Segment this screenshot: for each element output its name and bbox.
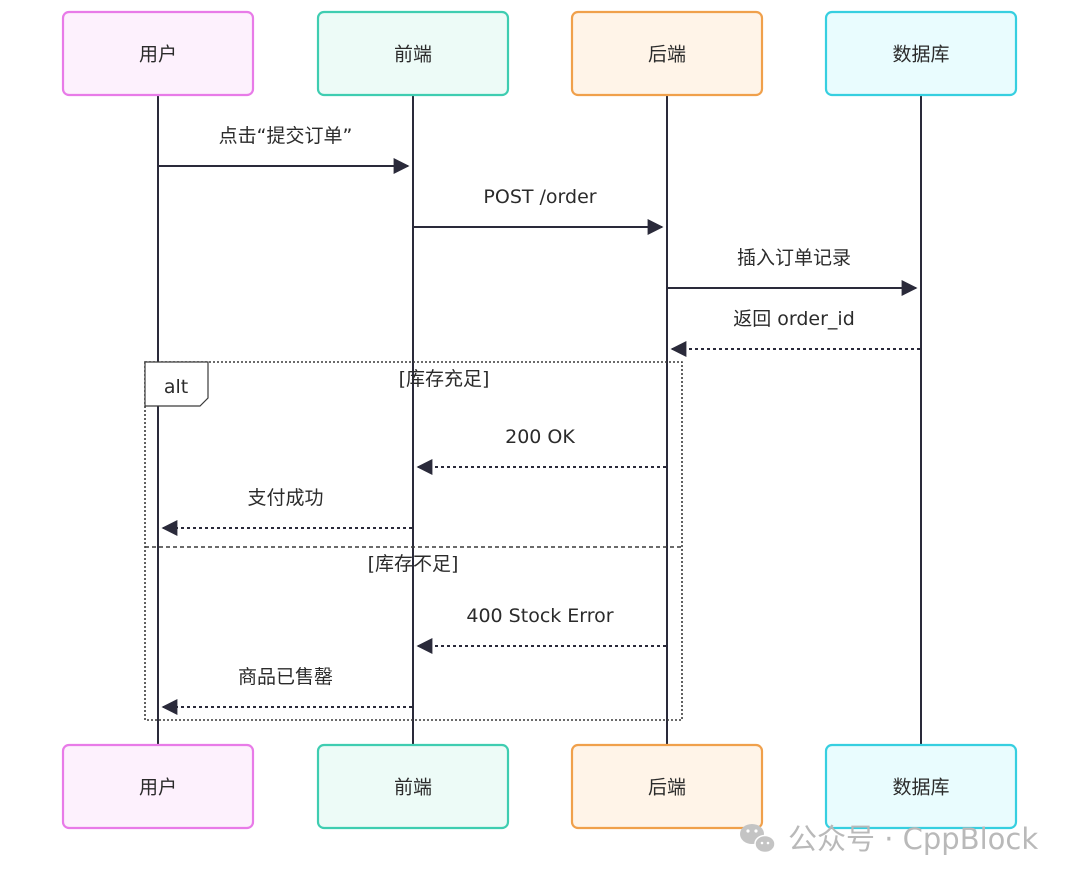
actor-box-backend-bottom: 后端 — [570, 743, 764, 830]
actor-label: 后端 — [648, 777, 686, 799]
alt-guard-sufficient: [库存充足] — [399, 368, 490, 390]
message-label: 商品已售罄 — [238, 666, 333, 688]
watermark: 公众号 · CppBlock — [740, 822, 1038, 856]
actor-box-database-bottom: 数据库 — [824, 743, 1018, 830]
actor-box-user-top: 用户 — [61, 10, 255, 97]
message-label: 200 OK — [505, 426, 575, 448]
actor-label: 用户 — [139, 777, 177, 799]
actor-box-database-top: 数据库 — [824, 10, 1018, 97]
actor-box-frontend-top: 前端 — [316, 10, 510, 97]
message-1: 点击“提交订单” — [159, 125, 410, 174]
watermark-text: 公众号 · CppBlock — [788, 822, 1038, 856]
alt-frame — [144, 361, 683, 721]
message-label: 点击“提交订单” — [219, 125, 353, 147]
actor-label: 前端 — [394, 777, 432, 799]
alt-fragment: alt [库存充足] [库存不足] — [144, 361, 683, 721]
actors: 用户前端后端数据库用户前端后端数据库 — [61, 10, 1018, 830]
message-label: 支付成功 — [247, 487, 323, 509]
message-2: POST /order — [414, 186, 664, 235]
message-label: 插入订单记录 — [737, 247, 851, 269]
alt-guard-insufficient: [库存不足] — [368, 553, 459, 575]
message-8: 商品已售罄 — [161, 666, 412, 715]
actor-label: 数据库 — [892, 44, 949, 66]
message-5: 200 OK — [416, 426, 666, 475]
message-4: 返回 order_id — [670, 308, 920, 357]
message-3: 插入订单记录 — [668, 247, 918, 296]
message-6: 支付成功 — [161, 487, 412, 536]
message-label: 返回 order_id — [733, 308, 855, 330]
actor-label: 用户 — [139, 44, 177, 66]
actor-box-backend-top: 后端 — [570, 10, 764, 97]
alt-label-box — [144, 361, 209, 407]
actor-label: 数据库 — [892, 777, 949, 799]
message-7: 400 Stock Error — [416, 605, 666, 654]
actor-label: 后端 — [648, 44, 686, 66]
lifelines — [157, 95, 922, 745]
alt-label: alt — [164, 376, 188, 398]
message-label: 400 Stock Error — [466, 605, 613, 627]
actor-label: 前端 — [394, 44, 432, 66]
message-label: POST /order — [483, 186, 596, 208]
actor-box-user-bottom: 用户 — [61, 743, 255, 830]
actor-box-frontend-bottom: 前端 — [316, 743, 510, 830]
wechat-icon — [740, 824, 776, 854]
